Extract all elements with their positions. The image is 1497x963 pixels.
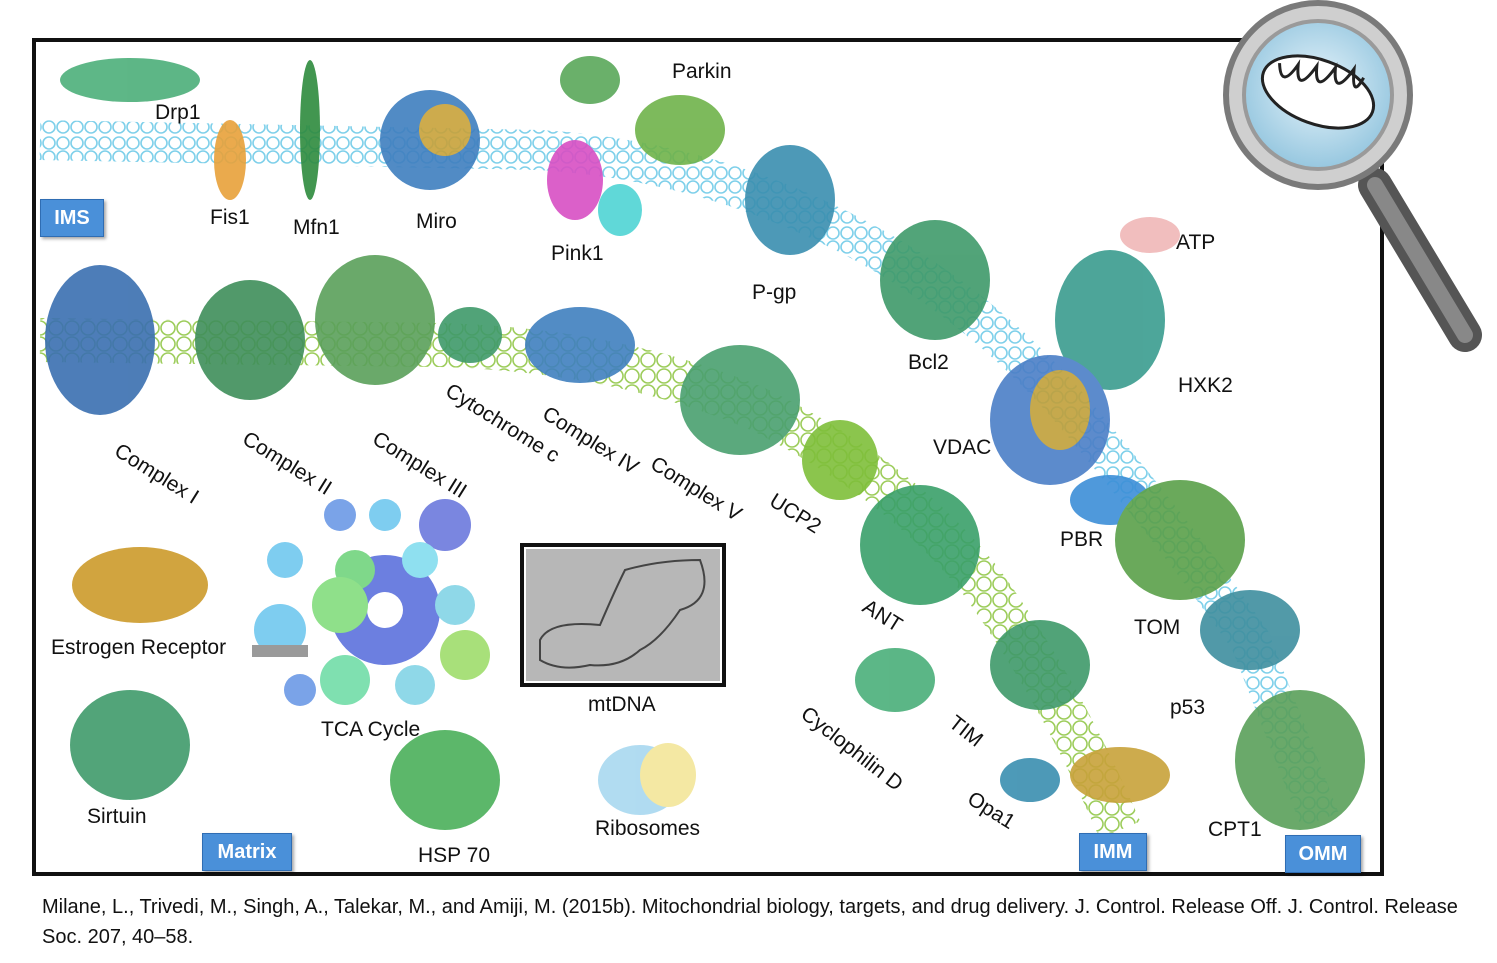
- label-hxk2: HXK2: [1178, 374, 1233, 397]
- label-atp: ATP: [1176, 231, 1216, 254]
- badge-ims: IMS: [40, 199, 104, 237]
- label-hsp70: HSP 70: [418, 844, 490, 867]
- badge-matrix: Matrix: [202, 833, 292, 871]
- citation-caption: Milane, L., Trivedi, M., Singh, A., Tale…: [42, 896, 1458, 948]
- label-miro: Miro: [416, 210, 457, 233]
- label-parkin: Parkin: [672, 60, 732, 83]
- label-pgp: P-gp: [752, 281, 797, 304]
- label-drp1: Drp1: [155, 101, 201, 124]
- label-cpt1: CPT1: [1208, 818, 1262, 841]
- badge-imm: IMM: [1079, 833, 1147, 871]
- mtdna-loop: [526, 549, 720, 681]
- magnifier-mitochondrion-icon: [1223, 0, 1482, 352]
- label-sirtuin: Sirtuin: [87, 805, 147, 828]
- label-ribosomes: Ribosomes: [595, 817, 701, 840]
- tca-cycle-graphic: [252, 499, 490, 706]
- label-p53: p53: [1170, 696, 1206, 719]
- label-mfn1: Mfn1: [293, 216, 340, 239]
- badge-omm: OMM: [1285, 835, 1361, 873]
- label-pbr: PBR: [1060, 528, 1104, 551]
- label-fis1: Fis1: [210, 206, 250, 229]
- label-mtdna: mtDNA: [588, 693, 656, 716]
- label-tca-cycle: TCA Cycle: [321, 718, 421, 741]
- label-vdac: VDAC: [933, 436, 992, 459]
- label-pink1: Pink1: [551, 242, 604, 265]
- protein-structures: [45, 56, 1365, 830]
- label-bcl2: Bcl2: [908, 351, 949, 374]
- label-tom: TOM: [1134, 616, 1181, 639]
- label-estrogen-receptor: Estrogen Receptor: [51, 636, 227, 659]
